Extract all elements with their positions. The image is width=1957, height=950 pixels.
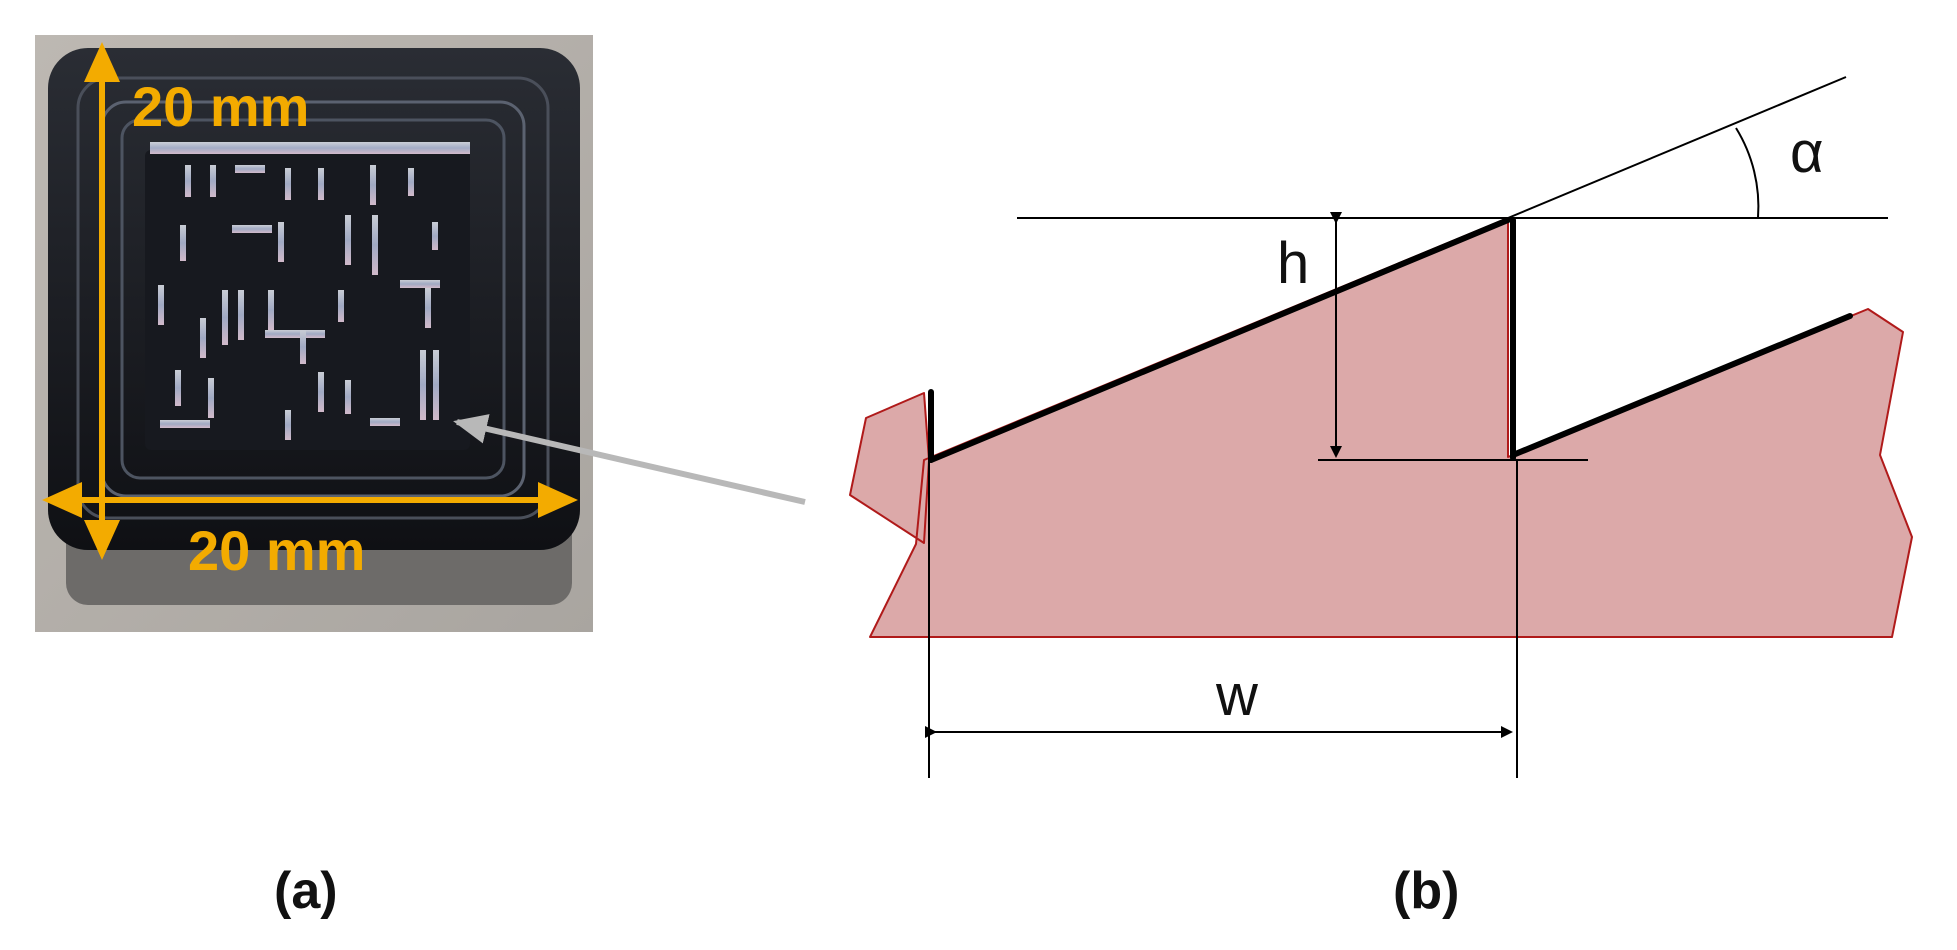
part-step-1 (76, 76, 550, 520)
construction-lines (928, 76, 1888, 778)
dim-arrowhead-up (84, 42, 120, 82)
panel-label-a: (a) (274, 862, 338, 920)
panel-label-b: (b) (1393, 862, 1459, 920)
dim-label-horizontal: 20 mm (188, 519, 365, 582)
angle-arc (1735, 127, 1760, 219)
dim-label-vertical: 20 mm (132, 75, 309, 138)
dim-arrowhead-right (538, 482, 578, 518)
dim-arrowhead-left (42, 482, 82, 518)
dimension-arrows (42, 42, 578, 560)
symbol-w: w (1215, 663, 1259, 728)
part-pocket (145, 150, 470, 450)
material-cross-section (849, 217, 1913, 638)
panel-a-photo: 20 mm 20 mm (35, 35, 593, 632)
microstructure-pattern (150, 142, 470, 440)
tooth-slope-2 (1510, 313, 1853, 458)
symbol-alpha: α (1790, 120, 1824, 185)
part-step-3 (120, 118, 506, 480)
slope-extension-line (1507, 76, 1847, 219)
symbol-h: h (1277, 231, 1309, 296)
profile-edges (928, 217, 1853, 463)
pointer-arrow (453, 414, 806, 505)
panel-b-diagram: h w α (849, 76, 1913, 778)
dim-arrowhead-down (84, 520, 120, 560)
tooth-slope-1 (928, 217, 1511, 463)
